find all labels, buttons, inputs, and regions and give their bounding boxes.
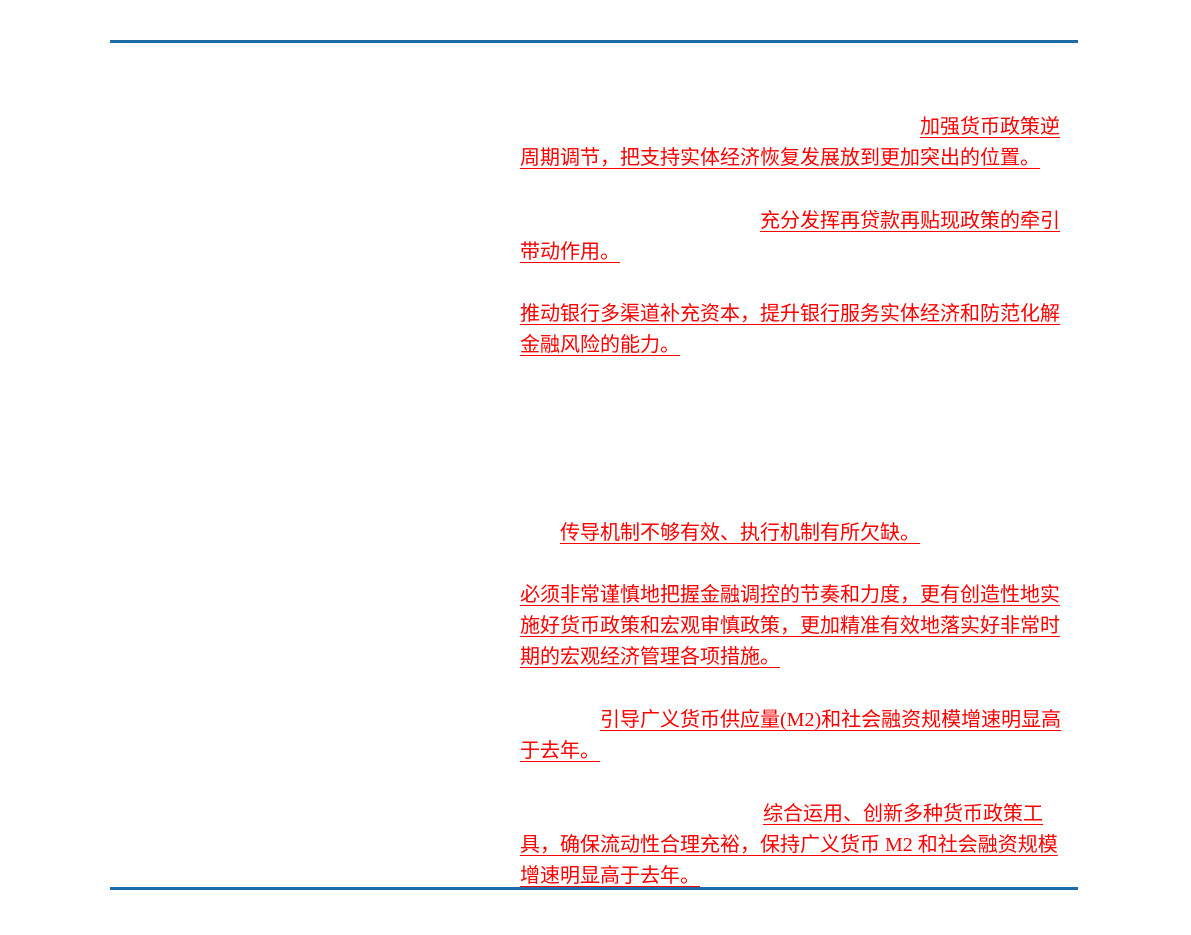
highlight-line: 周期调节，把支持实体经济恢复发展放到更加突出的位置。 — [520, 147, 1040, 169]
highlight-line: 综合运用、创新多种货币政策工 — [763, 803, 1043, 825]
highlight-line: 传导机制不够有效、执行机制有所欠缺。 — [560, 522, 920, 544]
bottom-divider-rule — [110, 887, 1078, 890]
highlight-line: 推动银行多渠道补充资本，提升银行服务实体经济和防范化解 — [520, 303, 1060, 325]
highlight-line: 加强货币政策逆 — [920, 116, 1060, 138]
top-divider-rule — [110, 40, 1078, 43]
highlight-line: 于去年。 — [520, 740, 600, 762]
highlight-line: 具，确保流动性合理充裕，保持广义货币 M2 和社会融资规模 — [520, 834, 1058, 856]
highlight-line: 引导广义货币供应量(M2)和社会融资规模增速明显高 — [600, 709, 1062, 731]
highlight-line: 施好货币政策和宏观审慎政策，更加精准有效地落实好非常时 — [520, 615, 1060, 637]
highlight-line: 充分发挥再贷款再贴现政策的牵引 — [760, 210, 1060, 232]
highlight-line: 增速明显高于去年。 — [520, 865, 700, 887]
highlight-line: 必须非常谨慎地把握金融调控的节奏和力度，更有创造性地实 — [520, 584, 1060, 606]
highlight-line: 带动作用。 — [520, 241, 620, 263]
highlight-line: 期的宏观经济管理各项措施。 — [520, 646, 780, 668]
highlight-line: 金融风险的能力。 — [520, 334, 680, 356]
